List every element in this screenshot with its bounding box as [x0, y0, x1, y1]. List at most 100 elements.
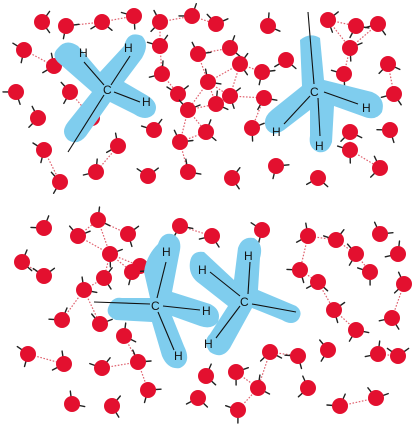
- water-molecule: [326, 301, 346, 324]
- water-molecule: [90, 313, 113, 332]
- oxygen-atom: [244, 120, 260, 136]
- oxygen-atom: [254, 222, 270, 238]
- hydrogen-atom-label: H: [174, 349, 183, 363]
- water-molecule: [224, 402, 246, 424]
- oxygen-atom: [386, 86, 402, 102]
- water-molecule: [12, 42, 32, 64]
- oxygen-atom: [102, 246, 118, 262]
- water-molecule: [342, 40, 363, 62]
- carbon-bond: [93, 301, 151, 305]
- oxygen-atom: [228, 364, 244, 380]
- oxygen-atom: [140, 382, 156, 398]
- oxygen-atom: [76, 282, 92, 298]
- hydrogen-bond: [95, 145, 119, 173]
- oxygen-atom: [154, 66, 170, 82]
- oxygen-atom: [348, 246, 364, 262]
- hydrogen-atom-label: H: [362, 101, 371, 115]
- oxygen-atom: [342, 142, 358, 158]
- water-molecule: [206, 13, 229, 32]
- water-molecule: [386, 347, 410, 364]
- water-molecule: [348, 322, 370, 342]
- oxygen-atom: [190, 390, 206, 406]
- oxygen-atom: [172, 218, 188, 234]
- oxygen-atom: [116, 328, 132, 344]
- water-molecule: [190, 41, 212, 62]
- water-molecule: [224, 166, 241, 190]
- oxygen-atom: [222, 40, 238, 56]
- carbon-hydrogen-bond: [247, 261, 251, 295]
- water-molecule: [256, 90, 278, 111]
- water-molecule: [90, 206, 111, 228]
- oxygen-atom: [180, 102, 196, 118]
- oxygen-atom: [120, 226, 136, 242]
- water-molecules: [2, 3, 412, 424]
- water-molecule: [48, 307, 70, 328]
- oxygen-atom: [190, 46, 206, 62]
- hydrogen-atom-label: H: [198, 263, 207, 277]
- oxygen-atom: [64, 396, 80, 412]
- oxygen-atom: [268, 158, 284, 174]
- oxygen-atom: [250, 380, 266, 396]
- oxygen-atom: [36, 220, 52, 236]
- oxygen-atom: [370, 346, 386, 362]
- water-molecule: [259, 344, 283, 362]
- oxygen-atom: [348, 322, 364, 338]
- water-molecule: [96, 267, 113, 290]
- oxygen-atom: [14, 254, 30, 270]
- water-molecule: [297, 375, 316, 398]
- water-molecule: [378, 310, 400, 330]
- water-molecule: [178, 3, 200, 24]
- oxygen-atom: [208, 96, 224, 112]
- water-molecule: [180, 158, 202, 180]
- oxygen-atom: [70, 228, 86, 244]
- methane-molecule-bottom-left: C H H H: [93, 233, 219, 369]
- oxygen-atom: [342, 124, 358, 140]
- oxygen-atom: [198, 124, 214, 140]
- hydration-shell: [107, 233, 219, 369]
- oxygen-atom: [36, 268, 52, 284]
- hydrogen-atom-label: H: [79, 46, 88, 60]
- oxygen-atom: [370, 16, 386, 32]
- water-molecule: [58, 18, 80, 40]
- oxygen-atom: [96, 270, 112, 286]
- oxygen-atom: [292, 262, 308, 278]
- carbon-hydrogen-bond: [215, 305, 241, 339]
- hydrogen-bond: [23, 49, 55, 67]
- water-molecule: [185, 390, 209, 408]
- oxygen-atom: [16, 42, 32, 58]
- water-molecule: [323, 228, 345, 248]
- oxygen-atom: [390, 246, 406, 262]
- water-molecule: [124, 264, 146, 286]
- water-molecule: [393, 271, 412, 294]
- water-molecule: [320, 11, 339, 33]
- methane-molecule-top-right: C H H H: [264, 11, 383, 153]
- water-molecule: [376, 122, 398, 144]
- water-molecule: [228, 364, 250, 386]
- water-molecule: [222, 35, 241, 57]
- water-molecule: [370, 155, 388, 178]
- oxygen-atom: [170, 86, 186, 102]
- water-molecule: [268, 158, 290, 180]
- water-molecule: [330, 66, 352, 88]
- carbon-hydrogen-bond: [110, 55, 131, 86]
- water-molecule: [64, 390, 86, 412]
- carbon-hydrogen-bond: [323, 91, 359, 105]
- oxygen-atom: [390, 348, 406, 364]
- oxygen-atom: [326, 302, 342, 318]
- water-molecule: [146, 34, 169, 54]
- oxygen-atom: [332, 398, 348, 414]
- hydrogen-bond: [97, 219, 129, 235]
- oxygen-atom: [348, 18, 364, 34]
- water-molecule: [378, 56, 401, 75]
- water-molecule: [178, 99, 201, 118]
- oxygen-atom: [208, 16, 224, 32]
- hydrogen-bond: [179, 109, 189, 143]
- carbon-hydrogen-bond: [283, 95, 311, 125]
- oxygen-atom: [278, 52, 294, 68]
- hydrogen-bond: [229, 63, 241, 97]
- oxygen-atom: [342, 40, 358, 56]
- water-molecule: [50, 171, 68, 195]
- water-molecule: [14, 249, 33, 272]
- oxygen-atom: [152, 14, 168, 30]
- hydrogen-atom-label: H: [124, 41, 133, 55]
